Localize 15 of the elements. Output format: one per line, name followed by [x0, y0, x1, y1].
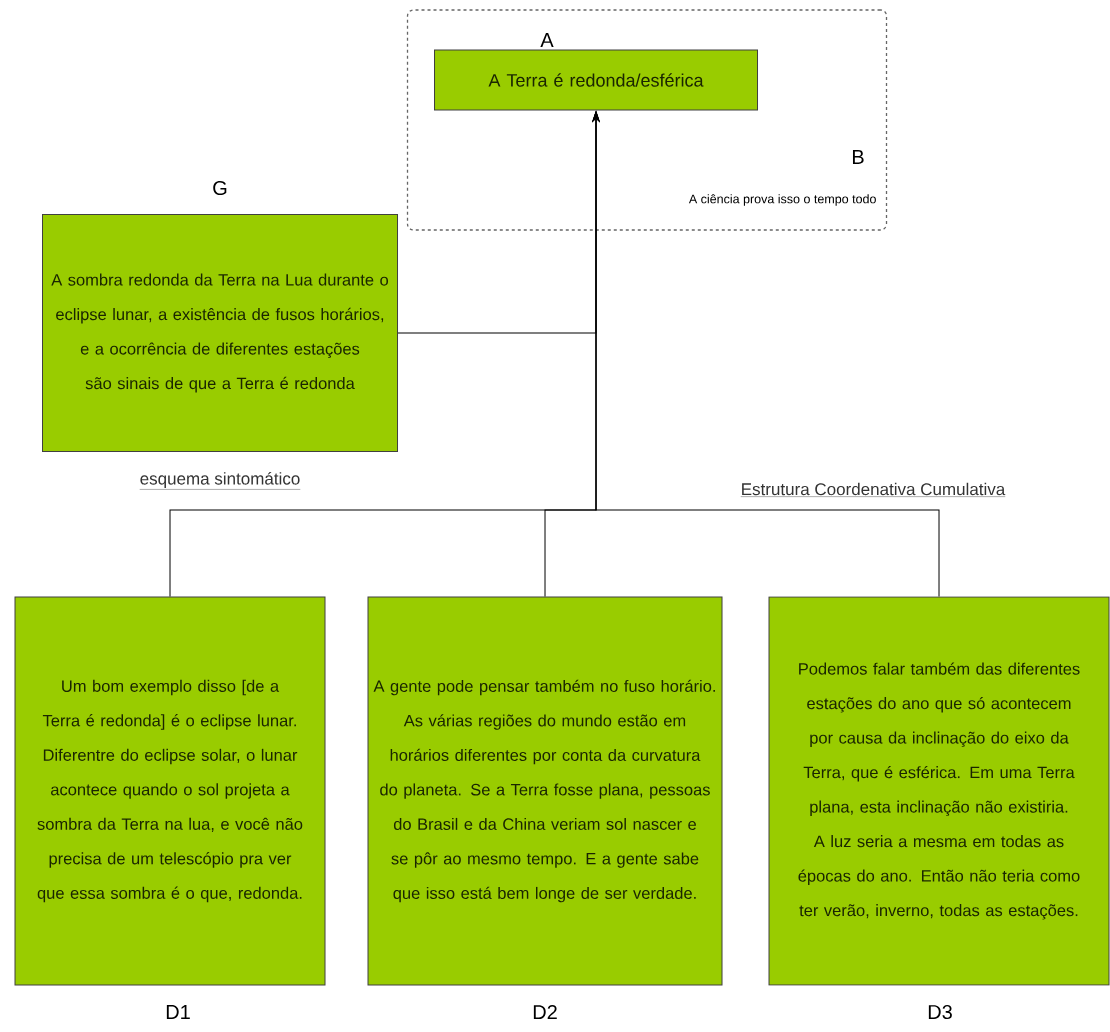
process-box: Um bom exemplo disso [de a Terra é redonda] é o eclipse lunar. Diferentre do eclipse solar, o lunar acontece quando o sol projeta a sombra da Terra na lua, e você não precisa de um telescópio pra ver que essa sombra é o que, redonda. [14, 596, 326, 986]
process-box: Podemos falar também das diferentes estações do ano que só acontecem por causa da inclinação do eixo da Terra, que é esférica. Em uma Terra plana, esta inclinação não existiria. A luz seria a mesma em todas as épocas do ano. Então não teria como ter verão, inverno, todas as estações. [768, 596, 1110, 986]
connector-arrow [592, 111, 940, 597]
underlined-heading: esquema sintomático [139, 472, 301, 490]
process-box: A Terra é redonda/esférica [434, 49, 758, 111]
process-box: A sombra redonda da Terra na Lua durante o eclipse lunar, a existência de fusos horários, e a ocorrência de diferentes estações são sinais de que a Terra é redonda [42, 214, 398, 452]
underlined-heading: Estrutura Coordenativa Cumulativa [740, 482, 1006, 497]
process-box: A gente pode pensar também no fuso horário. As várias regiões do mundo estão em horários diferentes por conta da curvatura do planeta. Se a Terra fosse plana, pessoas do Brasil e da China veriam sol nascer e se pôr ao mesmo tempo. E a gente sabe que isso está bem longe de ser verdade. [367, 596, 723, 986]
letter: D2 [533, 1005, 557, 1019]
letter: G [213, 180, 227, 196]
letter: A [540, 33, 554, 47]
letter: B [853, 150, 864, 164]
letter: D3 [928, 1004, 952, 1020]
note: A ciência prova isso o tempo todo [688, 194, 876, 206]
letter: D1 [166, 1005, 190, 1019]
